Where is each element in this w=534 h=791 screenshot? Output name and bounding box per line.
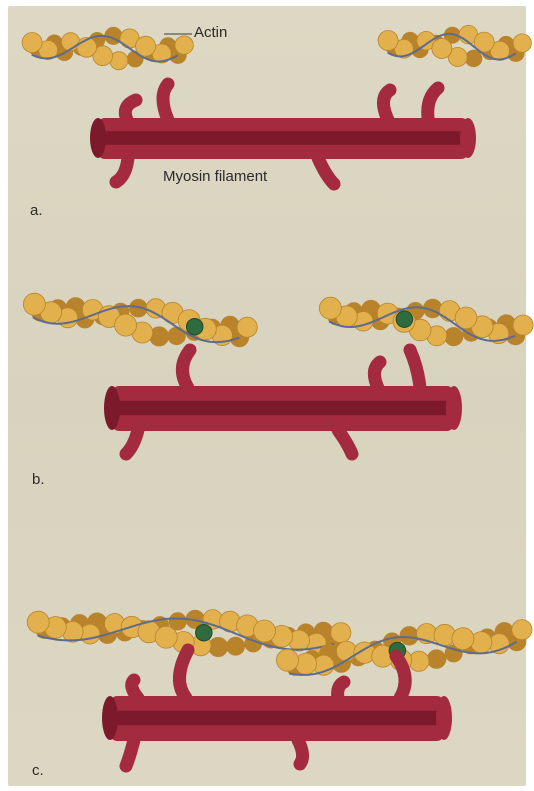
- myosin-rod-end: [102, 696, 118, 740]
- actin-bead: [452, 628, 474, 650]
- actin-bead: [465, 50, 482, 67]
- myosin-rod: [98, 131, 468, 145]
- actin-bead: [175, 36, 193, 54]
- actin-filament-left: [23, 293, 257, 347]
- myosin-head: [126, 740, 134, 766]
- myosin-rod: [112, 386, 454, 402]
- myosin-head: [410, 350, 420, 388]
- actin-bead: [513, 315, 533, 335]
- troponin-complex: [396, 311, 413, 328]
- actin-filament-right: [319, 297, 533, 346]
- panel-c-letter: c.: [32, 762, 44, 779]
- panel-b-letter: b.: [32, 471, 45, 488]
- actin-bead: [319, 297, 341, 319]
- myosin-head: [396, 656, 405, 698]
- actin-bead: [445, 328, 463, 346]
- myosin-rod: [112, 415, 454, 431]
- actin-bead: [209, 637, 228, 656]
- panel-b-illustration: [8, 278, 526, 478]
- myosin-head: [116, 158, 128, 182]
- myosin-head: [163, 84, 168, 120]
- figure-background: Actin Myosin filament a. b. c.: [8, 6, 526, 786]
- myosin-head: [338, 682, 344, 698]
- myosin-rod-end: [90, 118, 106, 158]
- panel-c-illustration: [8, 586, 526, 776]
- actin-bead: [427, 650, 446, 669]
- actin-bead: [27, 611, 49, 633]
- myosin-head: [179, 650, 188, 698]
- myosin-rod-end: [436, 696, 452, 740]
- myosin-head: [298, 740, 303, 764]
- troponin-complex: [196, 624, 213, 641]
- actin-bead: [432, 39, 452, 59]
- actin-bead: [277, 649, 299, 671]
- actin-bead: [22, 33, 42, 53]
- actin-bead: [378, 31, 398, 51]
- myosin-head: [318, 158, 334, 184]
- actin-bead: [136, 36, 156, 56]
- panel-a-letter: a.: [30, 202, 43, 219]
- myosin-rod-end: [104, 386, 120, 430]
- actin-filament-right: [378, 25, 531, 66]
- actin-bead: [23, 293, 45, 315]
- myosin-rod-end: [460, 118, 476, 158]
- myosin-rod: [98, 145, 468, 159]
- actin-label: Actin: [194, 24, 227, 41]
- myosin-head: [132, 680, 138, 698]
- actin-bead: [237, 317, 257, 337]
- myosin-filament: [102, 650, 452, 766]
- myosin-head: [383, 90, 390, 120]
- myosin-rod: [98, 118, 468, 132]
- myosin-filament-label: Myosin filament: [163, 168, 267, 185]
- actin-bead: [254, 620, 276, 642]
- myosin-rod: [110, 725, 444, 741]
- actin-bead: [227, 637, 245, 655]
- myosin-head: [338, 430, 352, 454]
- actin-bead: [115, 314, 137, 336]
- myosin-rod: [112, 401, 454, 417]
- myosin-head: [126, 430, 138, 454]
- actin-bead: [331, 623, 351, 643]
- myosin-filament: [90, 84, 476, 184]
- myosin-filament: [104, 350, 462, 454]
- actin-bead: [155, 626, 177, 648]
- actin-bead: [512, 620, 532, 640]
- troponin-complex: [186, 318, 203, 335]
- myosin-head: [374, 362, 380, 388]
- myosin-rod: [110, 711, 444, 727]
- myosin-rod-end: [446, 386, 462, 430]
- actin-bead: [400, 627, 419, 646]
- actin-bead: [513, 34, 531, 52]
- myosin-head: [182, 350, 190, 388]
- myosin-head: [428, 88, 438, 118]
- panel-a-illustration: [8, 6, 526, 236]
- actin-bead: [471, 632, 492, 653]
